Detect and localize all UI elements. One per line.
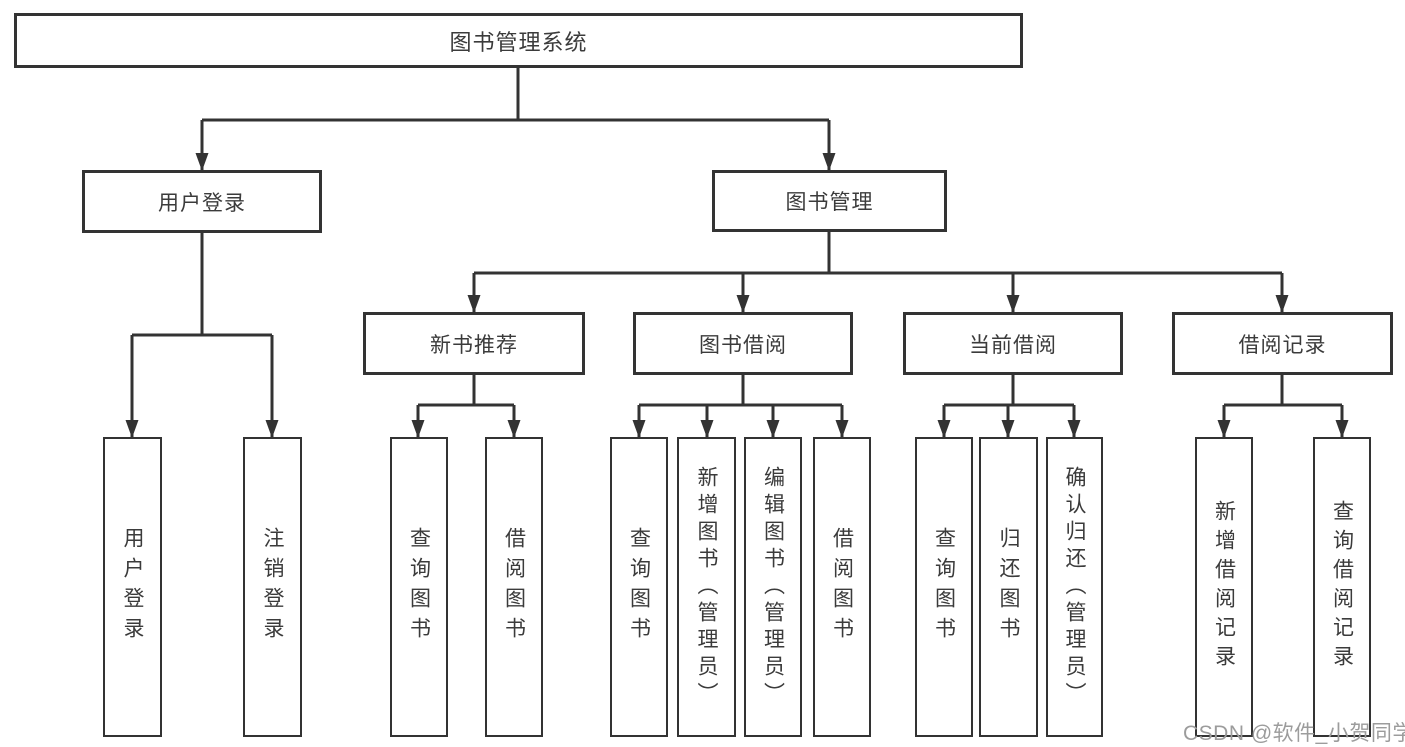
node-label: 借阅图书	[502, 527, 526, 647]
node-label: 借阅图书	[830, 527, 854, 647]
edges-user-login	[125, 233, 279, 438]
leaf-confirm-return-admin: 确认归还（管理员）	[1046, 437, 1103, 737]
leaf-edit-books-admin: 编辑图书（管理员）	[744, 437, 802, 737]
node-label: 新书推荐	[430, 333, 518, 357]
leaf-query-books-borrow: 查询图书	[610, 437, 668, 737]
leaf-logout: 注销登录	[243, 437, 302, 737]
node-current-borrow: 当前借阅	[903, 312, 1123, 375]
node-label: 归还图书	[997, 527, 1020, 647]
node-new-book-recommend: 新书推荐	[363, 312, 585, 375]
node-book-management: 图书管理	[712, 170, 947, 232]
node-label: 查询图书	[932, 527, 956, 647]
edges-book-borrow	[632, 375, 849, 438]
node-label: 编辑图书（管理员）	[761, 465, 785, 709]
node-label: 用户登录	[121, 527, 144, 647]
node-label: 新增借阅记录	[1212, 500, 1236, 674]
node-borrow-records: 借阅记录	[1172, 312, 1393, 375]
edges-borrow-records	[1217, 375, 1349, 438]
leaf-add-borrow-record: 新增借阅记录	[1195, 437, 1253, 737]
node-label: 查询借阅记录	[1330, 500, 1354, 674]
leaf-user-login: 用户登录	[103, 437, 162, 737]
leaf-borrow-books: 借阅图书	[813, 437, 871, 737]
edges-root	[195, 68, 836, 171]
leaf-query-books-recommend: 查询图书	[390, 437, 448, 737]
node-label: 图书管理	[785, 191, 874, 214]
edges-current-borrow	[937, 375, 1081, 438]
node-label: 用户登录	[158, 191, 246, 215]
node-label: 新增图书（管理员）	[695, 465, 718, 709]
leaf-query-books-current: 查询图书	[915, 437, 973, 737]
edges-new-book-recommend	[411, 375, 521, 438]
edges-book-management	[467, 232, 1289, 313]
node-label: 图书借阅	[699, 333, 787, 357]
node-label: 查询图书	[627, 527, 651, 647]
node-label: 借阅记录	[1238, 333, 1327, 357]
leaf-add-books-admin: 新增图书（管理员）	[677, 437, 736, 737]
node-book-borrow: 图书借阅	[633, 312, 853, 375]
node-label: 确认归还（管理员）	[1063, 465, 1086, 709]
node-user-login: 用户登录	[82, 170, 322, 233]
leaf-borrow-books-recommend: 借阅图书	[485, 437, 543, 737]
leaf-query-borrow-record: 查询借阅记录	[1313, 437, 1371, 737]
node-label: 查询图书	[407, 527, 431, 647]
node-label: 当前借阅	[969, 333, 1057, 357]
node-label: 图书管理系统	[449, 29, 588, 55]
watermark-text: CSDN @软件_小贺同学	[1183, 722, 1405, 745]
node-library-management-system: 图书管理系统	[14, 13, 1023, 68]
node-label: 注销登录	[261, 527, 284, 647]
leaf-return-books: 归还图书	[979, 437, 1038, 737]
